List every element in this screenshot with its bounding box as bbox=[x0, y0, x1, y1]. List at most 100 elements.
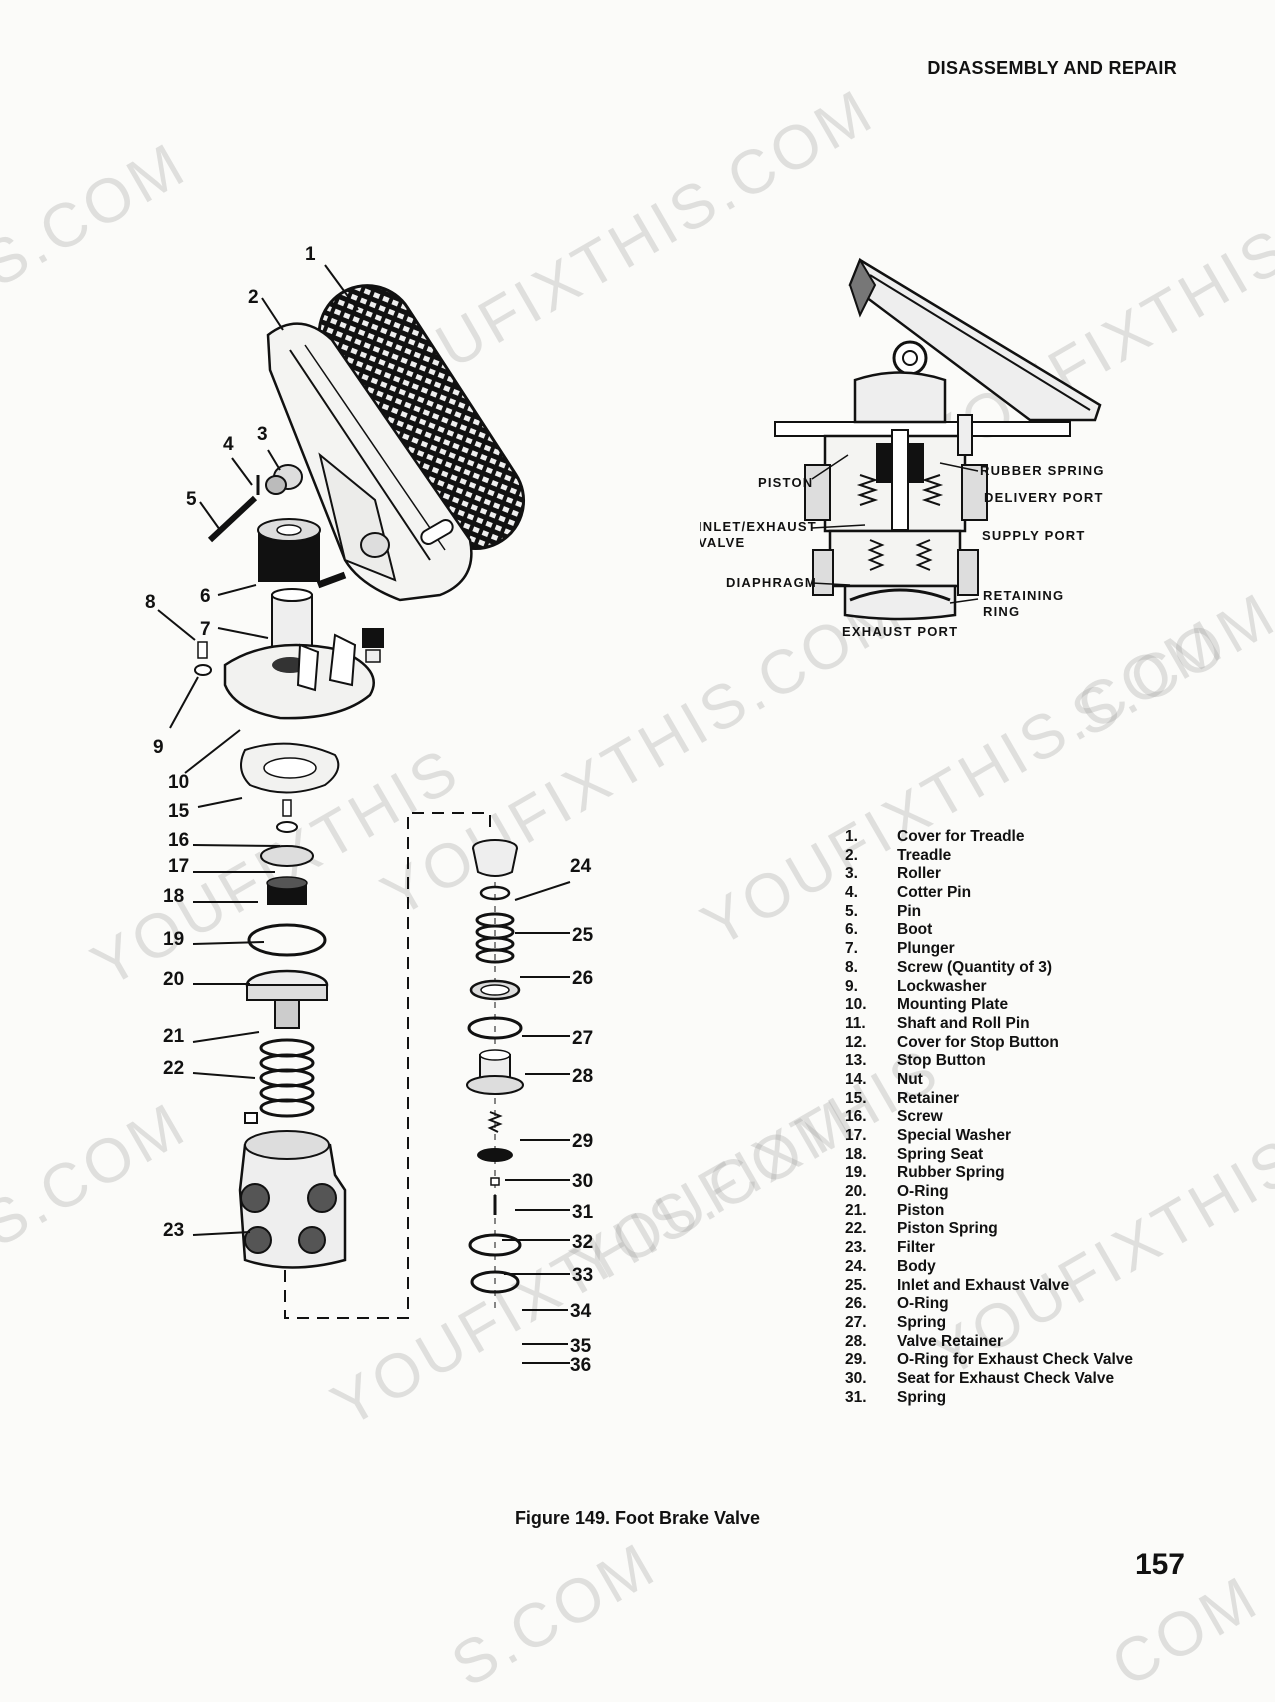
legend-label: Pin bbox=[897, 902, 922, 920]
callout: 7 bbox=[200, 619, 211, 640]
label-supply-port: SUPPLY PORT bbox=[982, 528, 1086, 543]
legend-number: 22. bbox=[845, 1220, 867, 1238]
callout: 17 bbox=[168, 856, 189, 877]
watermark: COM bbox=[1100, 1562, 1271, 1701]
legend-item: 8.Screw (Quantity of 3) bbox=[845, 959, 1133, 978]
callout: 4 bbox=[223, 434, 234, 455]
page-number: 157 bbox=[1134, 1548, 1185, 1581]
legend-label: O-Ring bbox=[897, 1183, 949, 1201]
legend-label: Retainer bbox=[897, 1089, 960, 1107]
figure-caption: Figure 149. Foot Brake Valve bbox=[514, 1508, 761, 1528]
shaft-roll-pin-part bbox=[316, 571, 347, 589]
legend-number: 30. bbox=[845, 1369, 867, 1387]
legend-item: 25.Inlet and Exhaust Valve bbox=[845, 1277, 1133, 1296]
legend-label: O-Ring for Exhaust Check Valve bbox=[897, 1351, 1134, 1369]
callout: 23 bbox=[163, 1220, 184, 1241]
callout: 28 bbox=[572, 1066, 593, 1087]
legend-label: Lockwasher bbox=[897, 977, 987, 995]
lockwasher-part bbox=[194, 664, 212, 676]
legend-number: 24. bbox=[845, 1257, 867, 1275]
body-part bbox=[238, 1130, 347, 1269]
piston-section bbox=[891, 429, 909, 531]
parts-legend: 1.Cover for Treadle 2.Treadle 3.Roller 4… bbox=[845, 828, 1133, 1407]
callout: 8 bbox=[145, 592, 156, 613]
legend-label: Inlet and Exhaust Valve bbox=[897, 1276, 1070, 1294]
legend-label: O-Ring bbox=[897, 1295, 949, 1313]
legend-number: 13. bbox=[845, 1052, 867, 1070]
legend-label: Spring bbox=[897, 1313, 947, 1331]
exploded-view-diagram: 1 2 3 4 5 6 7 8 9 10 15 16 17 18 19 20 2… bbox=[145, 244, 594, 1376]
legend-number: 20. bbox=[845, 1183, 867, 1201]
part-36 bbox=[470, 1270, 520, 1294]
cross-section-diagram: PISTON INLET/EXHAUST VALVE DIAPHRAGM EXH… bbox=[700, 257, 1103, 639]
valve-retainer-part bbox=[469, 979, 521, 1001]
spring-27-part bbox=[475, 912, 515, 964]
legend-label: Plunger bbox=[897, 940, 955, 958]
legend-label: Piston bbox=[897, 1201, 945, 1219]
legend-number: 23. bbox=[845, 1239, 867, 1257]
label-ring: RING bbox=[983, 604, 1020, 619]
legend-item: 9.Lockwasher bbox=[845, 978, 1133, 997]
page-header: DISASSEMBLY AND REPAIR bbox=[927, 58, 1177, 78]
legend-item: 17.Special Washer bbox=[845, 1127, 1133, 1146]
mounting-plate-part bbox=[223, 633, 375, 720]
label-inlet-exhaust: INLET/EXHAUST bbox=[700, 519, 817, 534]
legend-number: 5. bbox=[845, 902, 858, 920]
callout: 27 bbox=[572, 1028, 593, 1049]
retainer-part bbox=[240, 742, 340, 794]
legend-item: 1. Cover for Treadle bbox=[845, 828, 1133, 847]
screw-section bbox=[957, 414, 973, 456]
plunger-part bbox=[271, 588, 313, 648]
section-labels: PISTON INLET/EXHAUST VALVE DIAPHRAGM EXH… bbox=[700, 463, 1103, 639]
dashed-connector bbox=[284, 812, 491, 1319]
label-valve: VALVE bbox=[700, 535, 745, 550]
legend-number: 26. bbox=[845, 1295, 867, 1313]
legend-item: 18.Spring Seat bbox=[845, 1146, 1133, 1165]
legend-item: 27.Spring bbox=[845, 1314, 1133, 1333]
legend-item: 6.Boot bbox=[845, 921, 1133, 940]
o-ring-26-part bbox=[479, 885, 511, 901]
legend-label: Stop Button bbox=[897, 1052, 986, 1070]
callout: 36 bbox=[570, 1355, 591, 1376]
spring-31-part bbox=[487, 1111, 503, 1133]
legend-number: 31. bbox=[845, 1388, 867, 1406]
legend-item: 31. Spring bbox=[845, 1389, 1133, 1408]
label-retaining: RETAINING bbox=[983, 588, 1064, 603]
legend-item: 14. Nut bbox=[845, 1071, 1133, 1090]
legend-number: 14. bbox=[845, 1070, 867, 1088]
spring-seat-part bbox=[260, 845, 314, 867]
callout: 29 bbox=[572, 1131, 593, 1152]
leader-lines bbox=[157, 264, 571, 1364]
legend-label: Mounting Plate bbox=[897, 996, 1009, 1014]
legend-item: 24. Body bbox=[845, 1258, 1133, 1277]
legend-label: Spring bbox=[897, 1388, 947, 1406]
legend-label: Nut bbox=[897, 1070, 923, 1088]
piston-spring-part bbox=[259, 1038, 315, 1118]
callout: 6 bbox=[200, 586, 211, 607]
mounting-plate-section bbox=[774, 421, 1071, 437]
legend-item: 16.Screw bbox=[845, 1108, 1133, 1127]
screw-16-part bbox=[282, 799, 292, 817]
screw-part bbox=[197, 641, 208, 659]
callout: 24 bbox=[570, 856, 592, 877]
callout: 5 bbox=[186, 489, 197, 510]
legend-label: Shaft and Roll Pin bbox=[897, 1014, 1030, 1032]
legend-number: 29. bbox=[845, 1351, 867, 1369]
callout: 1 bbox=[305, 244, 316, 265]
legend-label: Boot bbox=[897, 921, 933, 939]
legend-number: 7. bbox=[845, 940, 858, 958]
callout: 31 bbox=[572, 1202, 594, 1223]
legend-number: 4. bbox=[845, 884, 858, 902]
legend-label: Body bbox=[897, 1257, 936, 1275]
legend-label: Cover for Treadle bbox=[897, 828, 1025, 845]
legend-item: 4.Cotter Pin bbox=[845, 884, 1133, 903]
callout: 3 bbox=[257, 424, 268, 445]
legend-number: 3. bbox=[845, 865, 858, 883]
legend-number: 1. bbox=[845, 828, 858, 845]
callout: 22 bbox=[163, 1058, 184, 1079]
label-diaphragm: DIAPHRAGM bbox=[726, 575, 817, 590]
legend-number: 18. bbox=[845, 1145, 867, 1163]
label-exhaust-port: EXHAUST PORT bbox=[842, 624, 958, 639]
legend-number: 19. bbox=[845, 1164, 867, 1182]
watermark: S.COM bbox=[440, 1529, 669, 1701]
